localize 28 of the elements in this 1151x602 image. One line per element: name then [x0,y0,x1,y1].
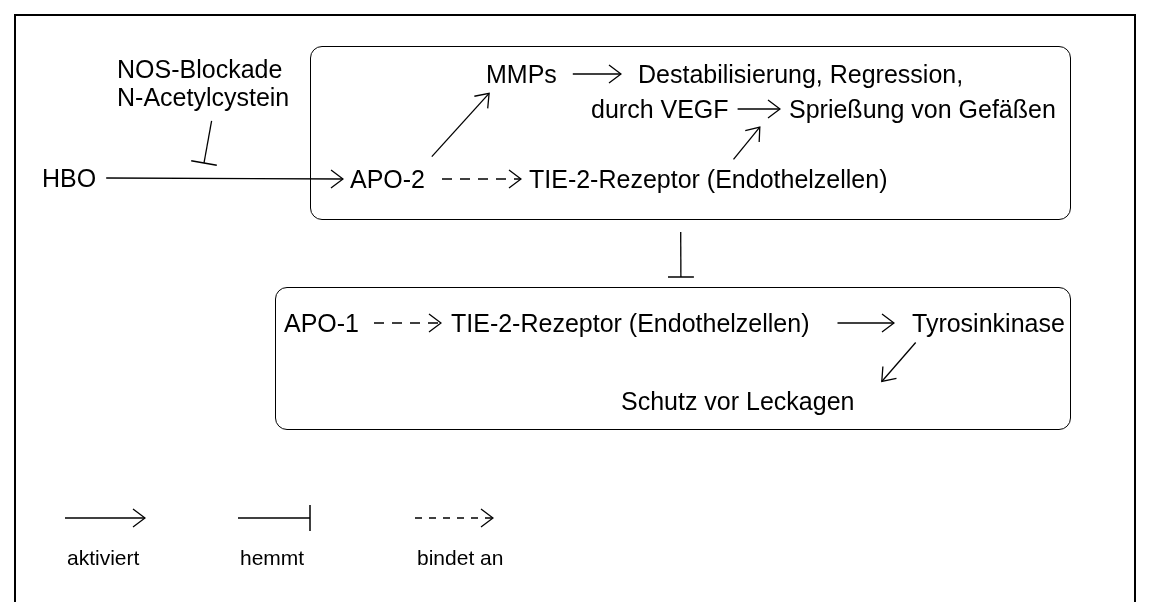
arrow [732,126,761,160]
pathway-label: APO-1 [284,308,360,338]
arrow [105,169,344,189]
pathway-label: Sprießung von Gefäßen [789,94,1056,124]
arrow [736,99,781,119]
dashed-arrow [441,169,522,189]
rounded-box [275,287,1071,430]
arrow [836,313,895,333]
pathway-label: Destabilisierung, Regression, [638,59,964,89]
pathway-label: MMPs [486,59,557,89]
pathway-label: HBO [42,163,97,193]
legend-label: hemmt [240,545,305,571]
arrow [572,64,622,84]
pathway-label: TIE-2-Rezeptor (Endothelzellen) [451,308,810,338]
pathway-label: Schutz vor Leckagen [621,386,855,416]
arrow [881,341,917,383]
dashed-arrow [373,313,442,333]
legend-label: aktiviert [67,545,140,571]
arrow [431,92,490,158]
pathway-label: durch VEGF [591,94,729,124]
pathway-label: NOS-Blockade N-Acetylcystein [117,55,322,111]
pathway-label: TIE-2-Rezeptor (Endothelzellen) [529,164,888,194]
rounded-box [310,46,1071,220]
pathway-label: Tyrosinkinase [912,308,1065,338]
pathway-label: APO-2 [350,164,426,194]
legend-label: bindet an [417,545,504,571]
inhibition-line [667,231,695,278]
inhibition-line [190,120,218,167]
